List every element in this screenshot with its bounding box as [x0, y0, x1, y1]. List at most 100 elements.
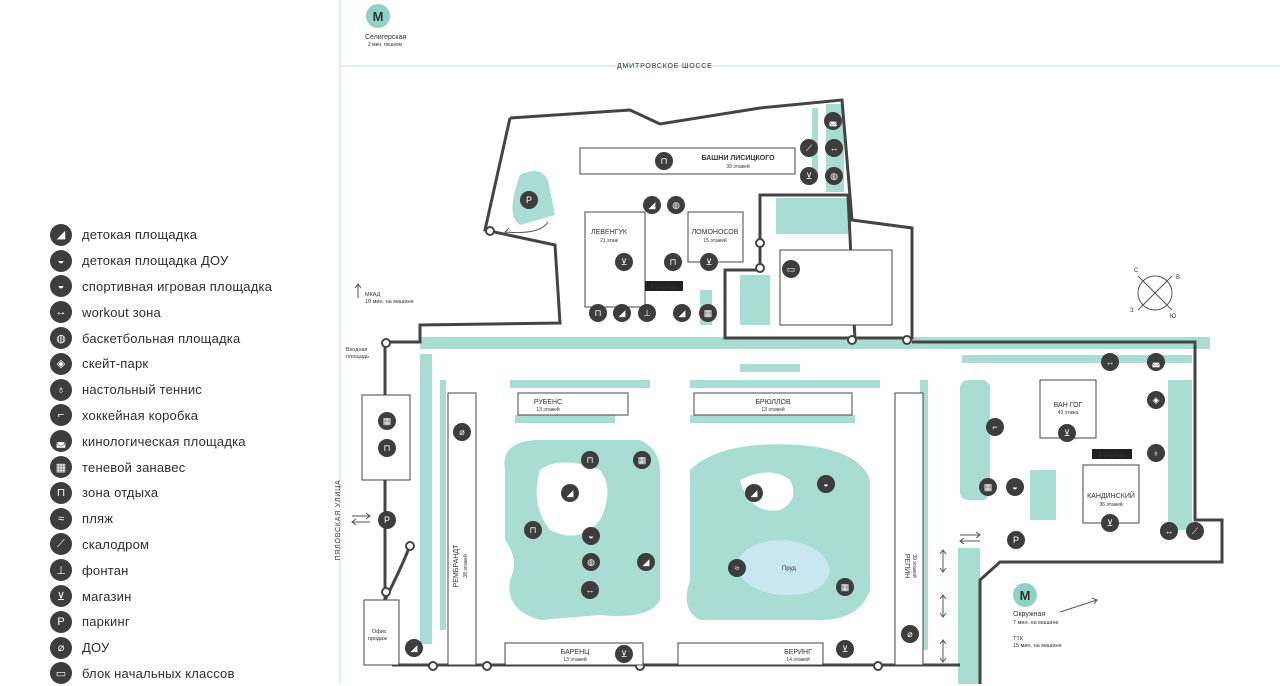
floors-levenguk: 21 этаж [600, 238, 618, 244]
svg-text:◢: ◢ [643, 557, 650, 567]
svg-text:⊓: ⊓ [586, 455, 593, 465]
svg-text:◒: ◒ [1012, 482, 1017, 492]
svg-text:◛: ◛ [1152, 357, 1161, 368]
svg-text:▭: ▭ [787, 264, 796, 274]
svg-text:⊥: ⊥ [643, 308, 651, 318]
metro-letter: М [1020, 588, 1031, 603]
legend-label: паркинг [82, 614, 130, 630]
rest-zone-icon: ⊓ [581, 451, 599, 469]
floors-van-gog: 43 этажа [1058, 410, 1079, 416]
shop-icon: ⊻ [615, 253, 633, 271]
svg-text:⊓: ⊓ [383, 443, 390, 453]
svg-text:◢: ◢ [411, 643, 418, 653]
dog-area-icon: ◛ [1147, 353, 1165, 371]
hockey-icon: ⌐ [986, 418, 1004, 436]
mkad-label: МКАД [365, 292, 381, 298]
svg-text:≈: ≈ [735, 563, 740, 573]
metro-seligerskaya: М Селигерская 2 мин. пешком [365, 4, 407, 48]
svg-text:⊓: ⊓ [529, 525, 536, 535]
legend-item-skatepark: ◈скейт-парк [50, 351, 335, 377]
shop-icon: ⊻ [615, 645, 633, 663]
entrance-label-2: площадь [346, 354, 369, 360]
mkad-time: 10 мин. на машине [365, 299, 414, 305]
playground-icon: ◢ [673, 304, 691, 322]
floors-bering: 14 этажей [786, 656, 810, 663]
legend-item-climbing-wall: ⟋ скалодром [50, 532, 335, 558]
basketball-icon: ◍ [825, 167, 843, 185]
svg-text:⊻: ⊻ [806, 171, 813, 181]
floors-rembrandt: 38 этажей [462, 554, 469, 578]
legend-label: блок начальных классов [82, 665, 235, 681]
queue-badge-4 [645, 281, 683, 291]
legend-item-basketball: ◍баскетбольная площадка [50, 325, 335, 351]
metro-icon [1013, 583, 1037, 607]
rest-zone-icon: ⊓ [655, 152, 673, 170]
pond-label: Пруд [782, 566, 796, 572]
playground-icon: ◢ [643, 196, 661, 214]
map-markers: P ⊓ ⟋ ↔ ◛ ⊻ ◍ ◢ ◍ ⊻ ⊓ ⊻ ▭ ⊓ ◢ ⊥ ◢ ▦ ▦ ⊓ … [378, 112, 1204, 663]
shop-icon: ⊻ [700, 253, 718, 271]
workout-icon: ↔ [1160, 522, 1178, 540]
svg-text:◍: ◍ [830, 171, 838, 181]
legend-label: скалодром [82, 536, 150, 552]
metro-okruzhnaya-time: 7 мин. на машине [1013, 620, 1059, 626]
playground-icon: ◢ [613, 304, 631, 322]
legend-item-sports-ground: ◒спортивная игровая площадка [50, 274, 335, 300]
svg-text:⊻: ⊻ [842, 644, 849, 654]
legend-item-kindergarten: ⌀ДОУ [50, 635, 335, 661]
floors-repin: 39 этажей [911, 554, 918, 578]
legend-item-workout: ↔workout зона [50, 299, 335, 325]
sports-ground-icon: ◒ [50, 275, 72, 298]
playground-icon: ◢ [745, 484, 763, 502]
shade-curtain-icon: ▦ [50, 456, 72, 479]
rest-zone-icon: ⊓ [50, 481, 72, 504]
skatepark-icon: ◈ [50, 352, 72, 375]
table-tennis-icon: ♁ [50, 378, 72, 401]
svg-text:◢: ◢ [619, 308, 626, 318]
floors-barents: 13 этажей [563, 656, 587, 663]
legend-label: ДОУ [82, 640, 110, 656]
legend-item-fountain: ⊥фонтан [50, 557, 335, 583]
traffic-arrows [351, 221, 981, 663]
workout-icon: ↔ [581, 581, 599, 599]
svg-text:◢: ◢ [567, 488, 574, 498]
shop-icon: ⊻ [836, 640, 854, 658]
compass-east: В [1176, 275, 1180, 281]
workout-icon: ↔ [50, 301, 72, 324]
svg-text:◍: ◍ [672, 200, 680, 210]
legend-label: магазин [82, 588, 132, 604]
playground-icon: ◢ [561, 484, 579, 502]
legend-label: хоккейная коробка [82, 407, 199, 423]
parking-icon: P [1007, 531, 1025, 549]
kindergarten-icon: ⌀ [453, 423, 471, 441]
svg-text:⟋: ⟋ [1192, 526, 1199, 536]
svg-text:⊓: ⊓ [660, 156, 667, 166]
school-icon: ▭ [782, 260, 800, 278]
school-icon: ▭ [50, 662, 72, 685]
legend-label: теневой занавес [82, 459, 186, 475]
legend-item-hockey: ⌐хоккейная коробка [50, 403, 335, 429]
compass-north: С [1134, 268, 1139, 274]
svg-text:⊓: ⊓ [594, 308, 601, 318]
svg-text:↔: ↔ [1165, 526, 1174, 536]
legend-label: кинологическая площадка [82, 433, 246, 449]
legend-label: детокая площадка ДОУ [82, 253, 229, 269]
svg-text:◈: ◈ [1153, 395, 1160, 405]
building-repin: РЕПИН [903, 554, 910, 578]
queue-4-label: 4 очередь [650, 285, 678, 291]
svg-text:▦: ▦ [841, 582, 850, 592]
shade-curtain-icon: ▦ [633, 451, 651, 469]
dog-area-icon: ◛ [50, 430, 72, 453]
svg-text:⊻: ⊻ [706, 257, 713, 267]
svg-text:⊻: ⊻ [1107, 518, 1114, 528]
arrow-icon [1059, 597, 1098, 613]
kindergarten-playground-icon: ◒ [50, 249, 72, 272]
building-bering: БЕРИНГ [784, 649, 812, 656]
legend-item-shop: ⊻магазин [50, 583, 335, 609]
sales-office-label-1: Офис [372, 629, 387, 635]
climbing-wall-icon: ⟋ [50, 533, 72, 556]
floors-bryullov: 13 этажей [761, 406, 785, 413]
legend-item-playground: ◢детокая площадка [50, 222, 335, 248]
svg-text:P: P [526, 195, 532, 205]
svg-text:▦: ▦ [383, 416, 392, 426]
